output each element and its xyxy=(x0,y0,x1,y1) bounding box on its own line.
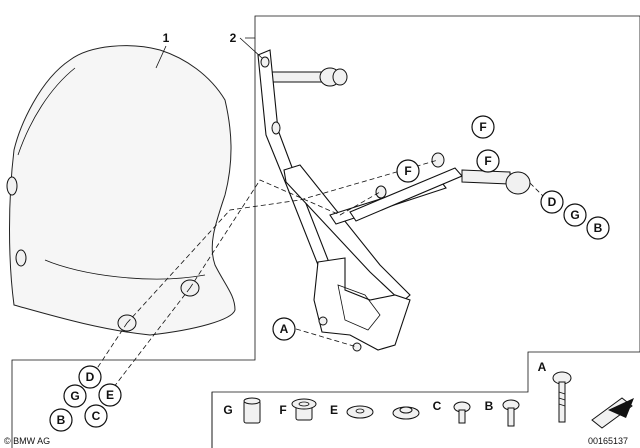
callout-A-bracket: A xyxy=(272,317,296,341)
callout-F-mid: F xyxy=(396,159,420,183)
svg-text:F: F xyxy=(484,154,491,168)
leader-part-1 xyxy=(155,45,167,69)
svg-text:A: A xyxy=(280,322,289,336)
callout-E-shield: E xyxy=(98,383,122,407)
svg-text:D: D xyxy=(86,370,95,384)
legend-label-C: C xyxy=(433,399,442,413)
rubber-grommet-icon xyxy=(392,406,420,420)
windshield xyxy=(6,45,236,336)
hardware-legend: G F E C B xyxy=(211,360,634,448)
svg-text:G: G xyxy=(570,208,579,222)
callout-B-shield: B xyxy=(49,408,73,432)
callout-G-bracket: G xyxy=(563,203,587,227)
svg-text:F: F xyxy=(404,164,411,178)
short-screw-icon xyxy=(453,401,471,424)
long-bolt-icon xyxy=(552,371,572,423)
screw-icon xyxy=(502,399,520,427)
svg-text:B: B xyxy=(594,221,603,235)
legend-label-B: B xyxy=(485,399,494,413)
drawing-number: 00165137 xyxy=(588,436,628,446)
bracket-kit-frame xyxy=(11,15,640,448)
svg-text:C: C xyxy=(92,409,101,423)
svg-text:D: D xyxy=(548,195,557,209)
callout-B-bracket: B xyxy=(586,216,610,240)
callout-D-bracket: D xyxy=(540,190,564,214)
assembly-lines xyxy=(91,159,549,393)
callout-D-shield: D xyxy=(78,365,102,389)
spacer-sleeve-icon xyxy=(243,397,261,424)
part-number-2: 2 xyxy=(230,31,237,45)
flange-bushing-icon xyxy=(291,398,317,421)
callout-G-shield: G xyxy=(63,384,87,408)
legend-label-E: E xyxy=(330,403,338,417)
svg-text:E: E xyxy=(106,388,114,402)
callout-F-right: F xyxy=(476,149,500,173)
leader-part-2 xyxy=(239,37,263,59)
copyright-text: © BMW AG xyxy=(4,436,50,446)
callout-F-top: F xyxy=(471,115,495,139)
mount-hole-left-upper xyxy=(6,176,18,196)
drawing-arrow-icon xyxy=(591,397,634,429)
mount-hole-left-lower xyxy=(15,249,27,267)
bracket-assembly xyxy=(257,49,531,352)
legend-label-F: F xyxy=(279,403,286,417)
svg-text:G: G xyxy=(70,389,79,403)
callout-C-shield: C xyxy=(84,404,108,428)
legend-label-G: G xyxy=(223,403,232,417)
part-number-1: 1 xyxy=(163,31,170,45)
svg-text:B: B xyxy=(57,413,66,427)
svg-text:F: F xyxy=(479,120,486,134)
washer-icon xyxy=(346,405,374,419)
legend-label-A: A xyxy=(538,360,547,374)
